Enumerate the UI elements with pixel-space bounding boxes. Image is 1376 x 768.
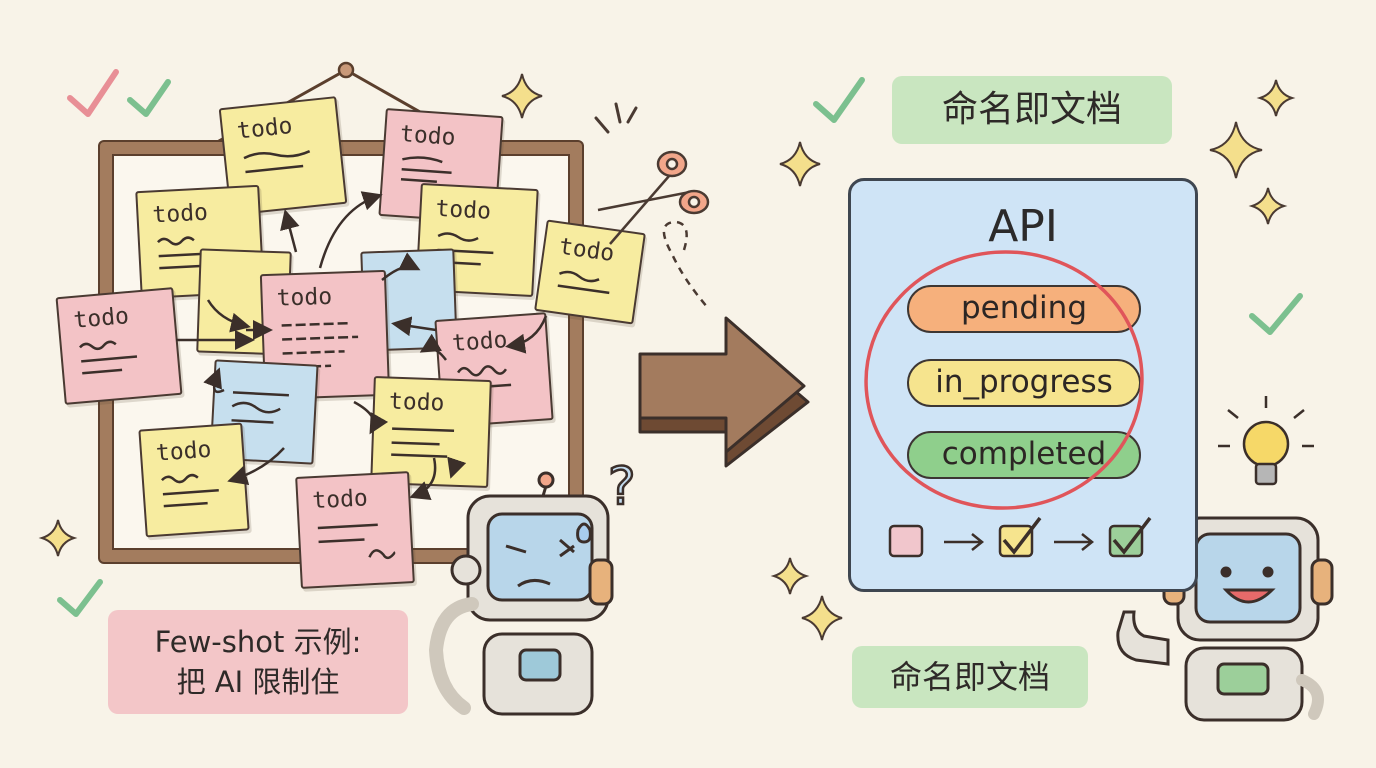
sticky-note: todo	[378, 108, 504, 224]
caption-line-2: 把 AI 限制住	[176, 665, 340, 699]
api-panel: API pending in_progress completed	[848, 178, 1198, 592]
api-title: API	[988, 201, 1058, 252]
scissors-icon	[597, 150, 710, 245]
sticky-note: todo	[370, 375, 492, 489]
robot-confused	[428, 471, 614, 716]
question-icon: ?	[608, 457, 636, 517]
sticky-note	[209, 359, 319, 465]
note-arrows	[176, 191, 548, 500]
checkbox-checked	[1108, 524, 1144, 558]
check-icon	[57, 69, 1303, 617]
naming-is-docs-title: 命名即文档	[892, 76, 1172, 144]
naming-is-docs-subtitle: 命名即文档	[852, 646, 1088, 708]
sticky-note: todo	[295, 471, 415, 589]
highlight-circle	[864, 250, 1144, 510]
dashed-cut-path	[662, 220, 709, 309]
state-pending: pending	[907, 285, 1141, 333]
checkbox-empty	[888, 524, 924, 558]
sticky-note: todo	[138, 422, 250, 538]
lightbulb-icon	[1218, 396, 1314, 486]
checkbox-checked	[998, 524, 1034, 558]
state-in-progress: in_progress	[907, 359, 1141, 407]
caption-line-1: Few-shot 示例:	[154, 625, 362, 659]
sticky-note: todo	[534, 219, 646, 325]
sparkle-icon	[38, 73, 1296, 641]
sticky-note: todo	[259, 269, 391, 401]
status-flow	[888, 516, 1152, 558]
big-arrow	[638, 316, 810, 468]
few-shot-caption: Few-shot 示例: 把 AI 限制住	[108, 610, 408, 714]
sticky-note: todo	[218, 96, 348, 216]
sticky-note: todo	[55, 287, 183, 405]
burst-lines	[594, 102, 638, 134]
